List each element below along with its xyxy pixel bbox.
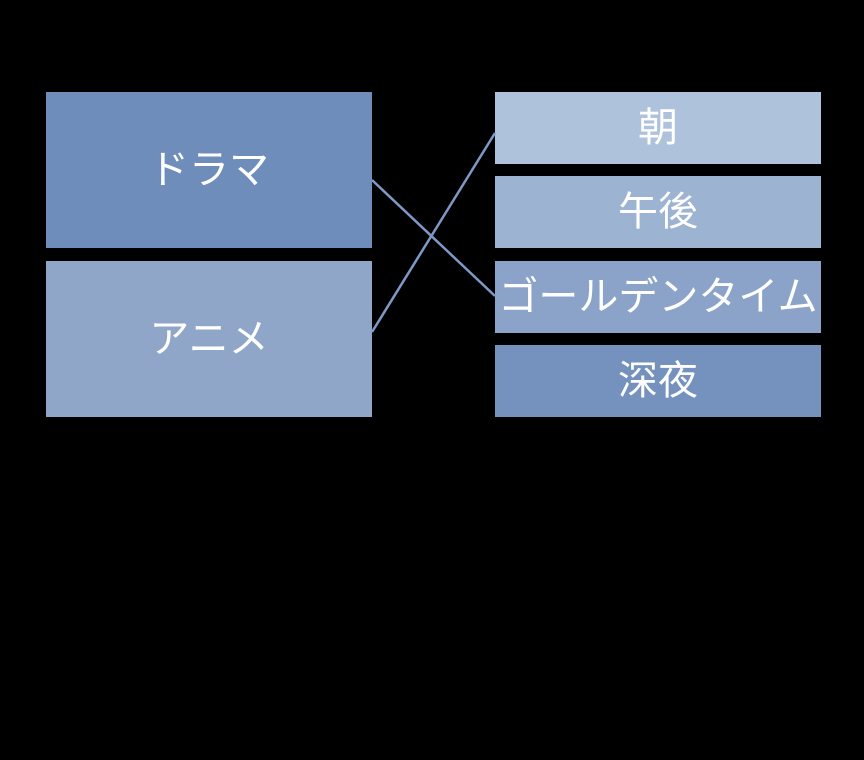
diagram-box-latenight-label: 深夜 bbox=[618, 359, 698, 403]
diagram-box-latenight: 深夜 bbox=[495, 345, 821, 417]
diagram-box-goldentime-label: ゴールデンタイム bbox=[498, 275, 818, 319]
connector-drama-to-goldentime bbox=[371, 179, 496, 297]
diagram-box-anime: アニメ bbox=[46, 261, 372, 417]
diagram-box-drama: ドラマ bbox=[46, 92, 372, 248]
connector-anime-to-morning bbox=[370, 132, 497, 333]
diagram-box-morning: 朝 bbox=[495, 92, 821, 164]
diagram-box-goldentime: ゴールデンタイム bbox=[495, 261, 821, 333]
diagram-box-morning-label: 朝 bbox=[638, 106, 678, 150]
diagram-box-afternoon: 午後 bbox=[495, 176, 821, 248]
diagram-box-anime-label: アニメ bbox=[149, 317, 269, 361]
diagram-box-afternoon-label: 午後 bbox=[618, 190, 698, 234]
diagram-box-drama-label: ドラマ bbox=[149, 148, 269, 192]
